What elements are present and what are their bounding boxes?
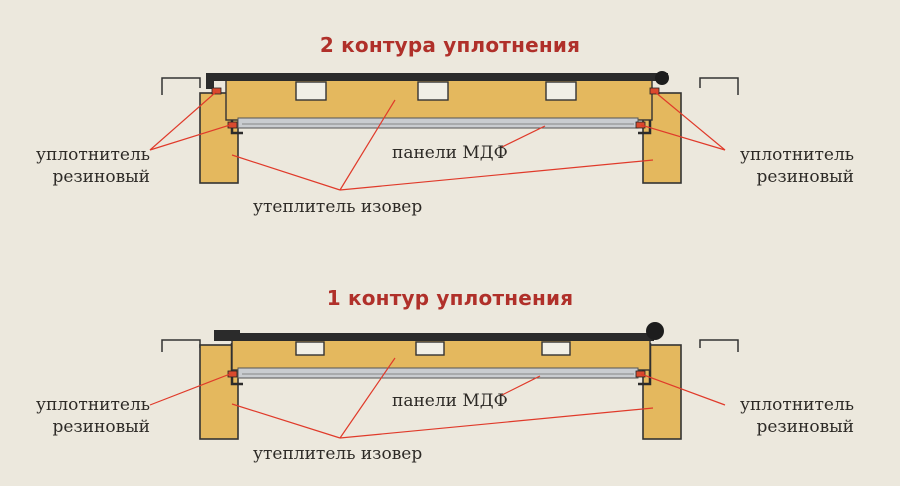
leader-seal-left: [149, 91, 217, 151]
label-rubber-seal-left: уплотнитель резиновый: [14, 394, 150, 438]
leader-insulation: [339, 99, 396, 191]
stiffener-opening: [545, 81, 577, 101]
leader-insulation: [231, 154, 341, 191]
rubber-seal-outer-right: [649, 87, 660, 95]
diagram-title: 2 контура уплотнения: [319, 33, 581, 57]
leader-insulation: [339, 159, 654, 191]
steel-flange-left: [214, 330, 240, 336]
leader-seal-left: [149, 373, 231, 406]
hinge: [655, 71, 669, 85]
stiffener-opening: [415, 341, 445, 356]
wall-outline-right: [699, 339, 739, 352]
label-rubber-seal-right: уплотнитель резиновый: [718, 394, 854, 438]
leader-insulation: [339, 407, 654, 439]
stiffener-opening: [541, 341, 571, 356]
leader-mdf: [499, 375, 541, 397]
label-line: резиновый: [756, 417, 854, 437]
leader-seal-left: [149, 124, 231, 151]
wall-outline-right: [699, 77, 739, 95]
label-rubber-seal-right: уплотнитель резиновый: [718, 144, 854, 188]
label-insulation: утеплитель изовер: [253, 197, 423, 217]
label-line: уплотнитель: [740, 395, 854, 415]
label-mdf-panel: панели МДФ: [392, 391, 508, 411]
label-mdf-panel: панели МДФ: [392, 143, 508, 163]
label-line: уплотнитель: [36, 395, 150, 415]
stiffener-opening: [417, 81, 449, 101]
stiffener-opening: [295, 81, 327, 101]
label-line: резиновый: [52, 417, 150, 437]
label-line: резиновый: [756, 167, 854, 187]
rubber-seal-outer-left: [211, 87, 222, 95]
diagram-one-contour: [149, 322, 739, 440]
wall-outline-left: [161, 77, 201, 95]
diagram-two-contours: [149, 71, 739, 191]
label-rubber-seal-left: уплотнитель резиновый: [14, 144, 150, 188]
rubber-seal-right: [635, 370, 646, 378]
mdf-panel: [237, 367, 639, 379]
label-line: уплотнитель: [740, 145, 854, 165]
leader-mdf: [499, 125, 546, 149]
steel-sheet: [214, 333, 654, 341]
hinge: [646, 322, 664, 340]
leader-seal-right: [640, 124, 726, 151]
label-insulation: утеплитель изовер: [253, 444, 423, 464]
mdf-panel: [237, 117, 639, 129]
leader-seal-right: [654, 91, 726, 151]
leader-insulation: [339, 357, 396, 439]
wall-outline-left: [161, 339, 201, 352]
rubber-seal-inner-right: [635, 121, 646, 129]
diagram-title: 1 контур уплотнения: [326, 286, 574, 310]
steel-sheet: [206, 73, 668, 81]
stiffener-opening: [295, 341, 325, 356]
leader-insulation: [231, 403, 341, 439]
label-line: резиновый: [52, 167, 150, 187]
label-line: уплотнитель: [36, 145, 150, 165]
rubber-seal-left: [227, 370, 238, 378]
steel-flange-left: [206, 73, 214, 89]
leader-seal-right: [640, 373, 726, 406]
